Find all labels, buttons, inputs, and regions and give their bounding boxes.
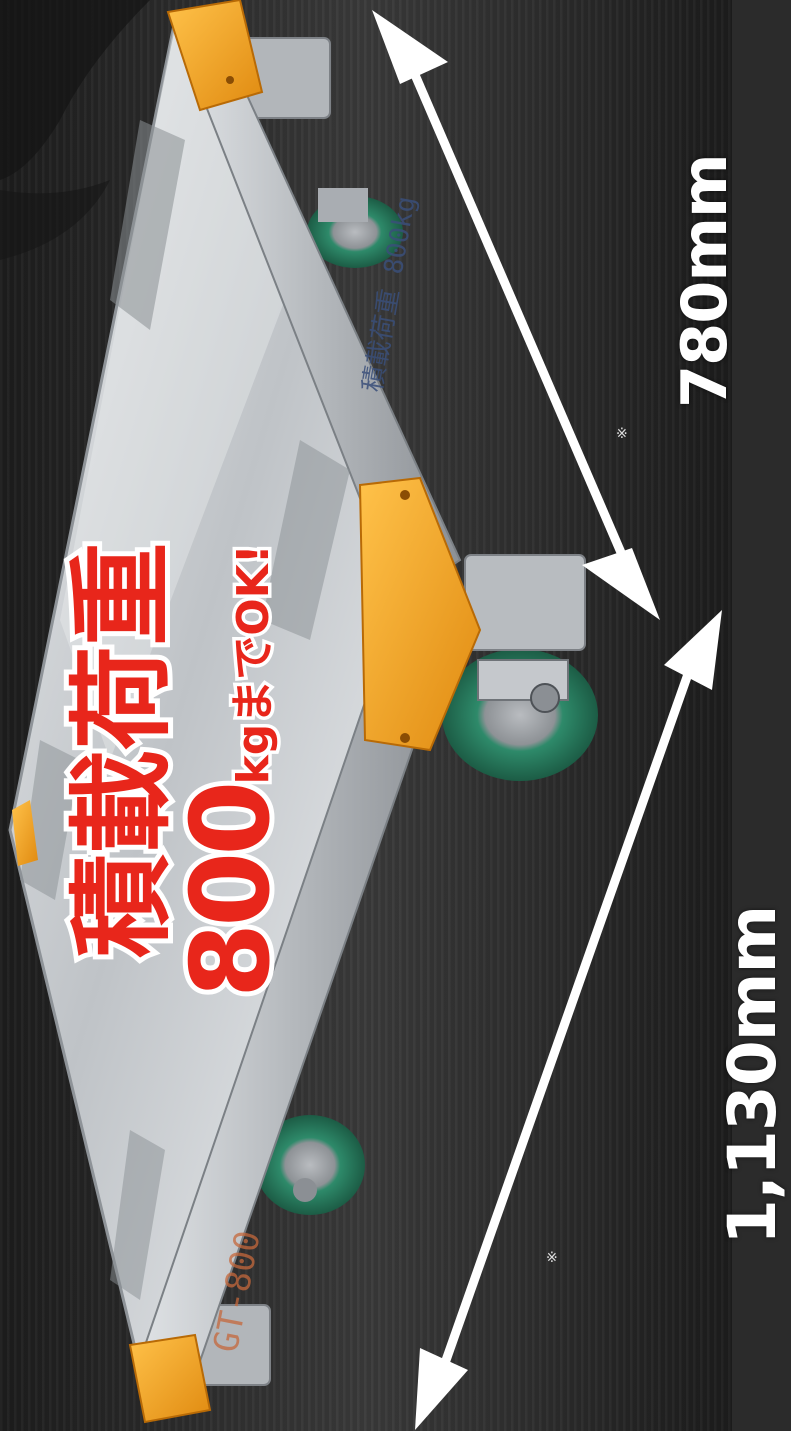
plate-highlight bbox=[60, 20, 300, 760]
promo-capacity: 800kgまでOK! bbox=[164, 541, 299, 1003]
length-note-mark: ※ bbox=[546, 1250, 558, 1266]
promo-capacity-number: 800 bbox=[164, 780, 299, 1003]
plate-cutout-2 bbox=[262, 440, 350, 640]
corner-guard-bottom bbox=[128, 1333, 212, 1424]
plate-cutout-4 bbox=[110, 1130, 165, 1300]
caster-wheel-bottom bbox=[255, 1115, 365, 1215]
corner-guard-right bbox=[358, 476, 482, 752]
background-shadow bbox=[0, 0, 150, 180]
promo-load-capacity-label: 積載荷重 bbox=[56, 537, 188, 963]
caster-wheel-mid-right bbox=[442, 554, 598, 781]
length-dimension-label: 1,130mm bbox=[714, 905, 791, 1245]
background-shadow-2 bbox=[0, 180, 110, 260]
corner-guard-left bbox=[12, 800, 38, 866]
caster-wheel-top-right bbox=[307, 188, 403, 268]
width-dimension-label: 780mm bbox=[668, 154, 741, 408]
corner-guard-top bbox=[166, 0, 264, 112]
dolly-illustration bbox=[0, 0, 722, 1430]
promo-heading: 積載荷重 bbox=[56, 537, 188, 963]
promo-capacity-suffix: kgまでOK! bbox=[225, 541, 283, 788]
width-note-mark: ※ bbox=[616, 426, 628, 442]
plate-cutout-1 bbox=[110, 120, 185, 330]
length-dimension-arrow bbox=[415, 610, 722, 1430]
width-dimension-arrow bbox=[372, 10, 660, 620]
